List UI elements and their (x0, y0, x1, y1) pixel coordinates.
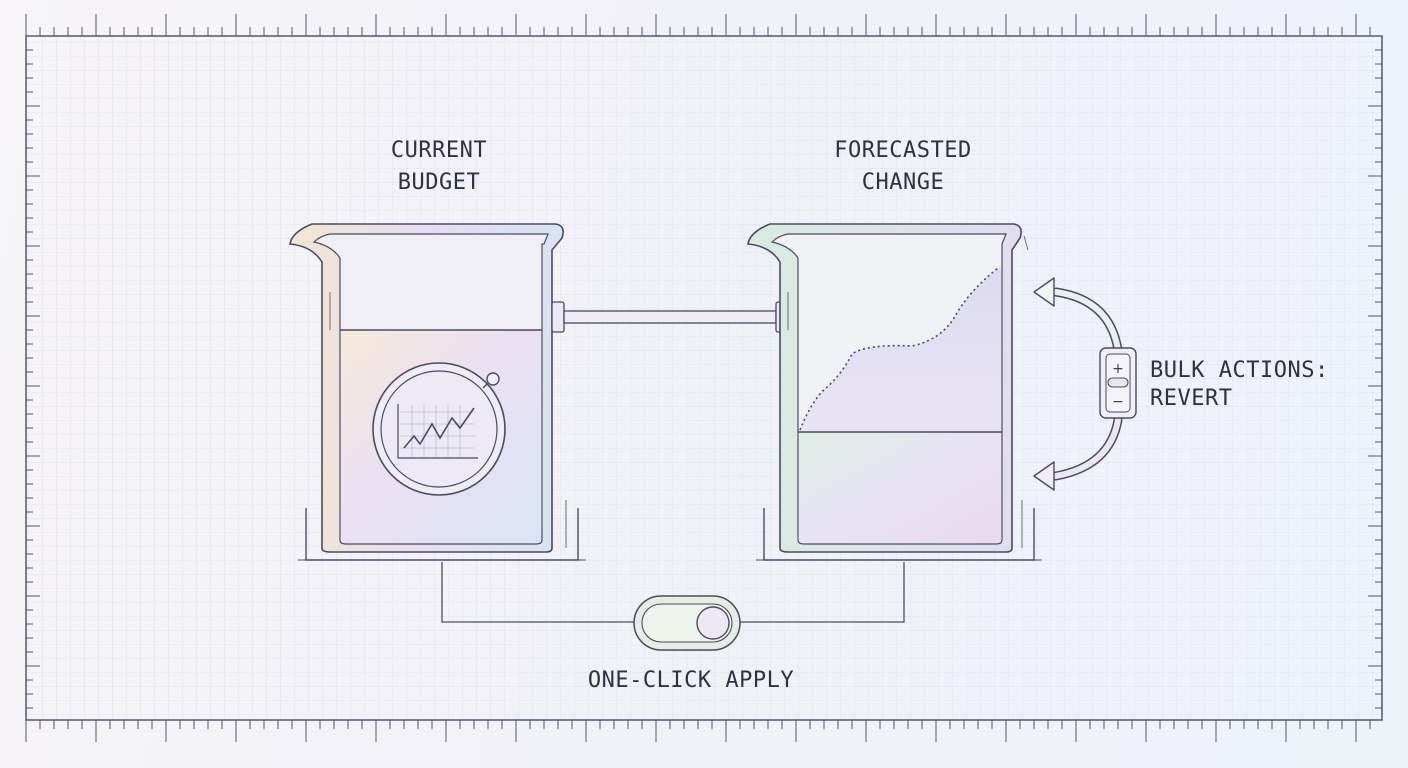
revert-arrow-up-icon (1033, 277, 1123, 355)
revert-arrow-down-icon (1033, 415, 1123, 491)
ruler-ticks (25, 14, 1382, 742)
minus-button[interactable]: − (1112, 394, 1124, 410)
current-budget-label-line2: BUDGET (398, 170, 480, 195)
toggle-switch-icon[interactable] (633, 595, 741, 651)
labels: CURRENT BUDGET FORECASTED CHANGE BULK AC… (391, 138, 1329, 693)
forecasted-change-label-line1: FORECASTED (834, 138, 971, 163)
apply-wiring (441, 562, 905, 623)
plus-button[interactable]: + (1112, 361, 1124, 377)
bulk-actions-label-line2: REVERT (1150, 386, 1232, 411)
one-click-apply-label: ONE-CLICK APPLY (588, 668, 794, 693)
bulk-actions-label-line1: BULK ACTIONS: (1150, 358, 1329, 383)
forecasted-change-beaker (747, 223, 1042, 561)
current-budget-label-line1: CURRENT (391, 138, 487, 163)
stopwatch-chart-icon (372, 362, 506, 496)
forecasted-change-label-line2: CHANGE (862, 170, 944, 195)
bulk-action-control[interactable]: + − (1099, 347, 1137, 419)
